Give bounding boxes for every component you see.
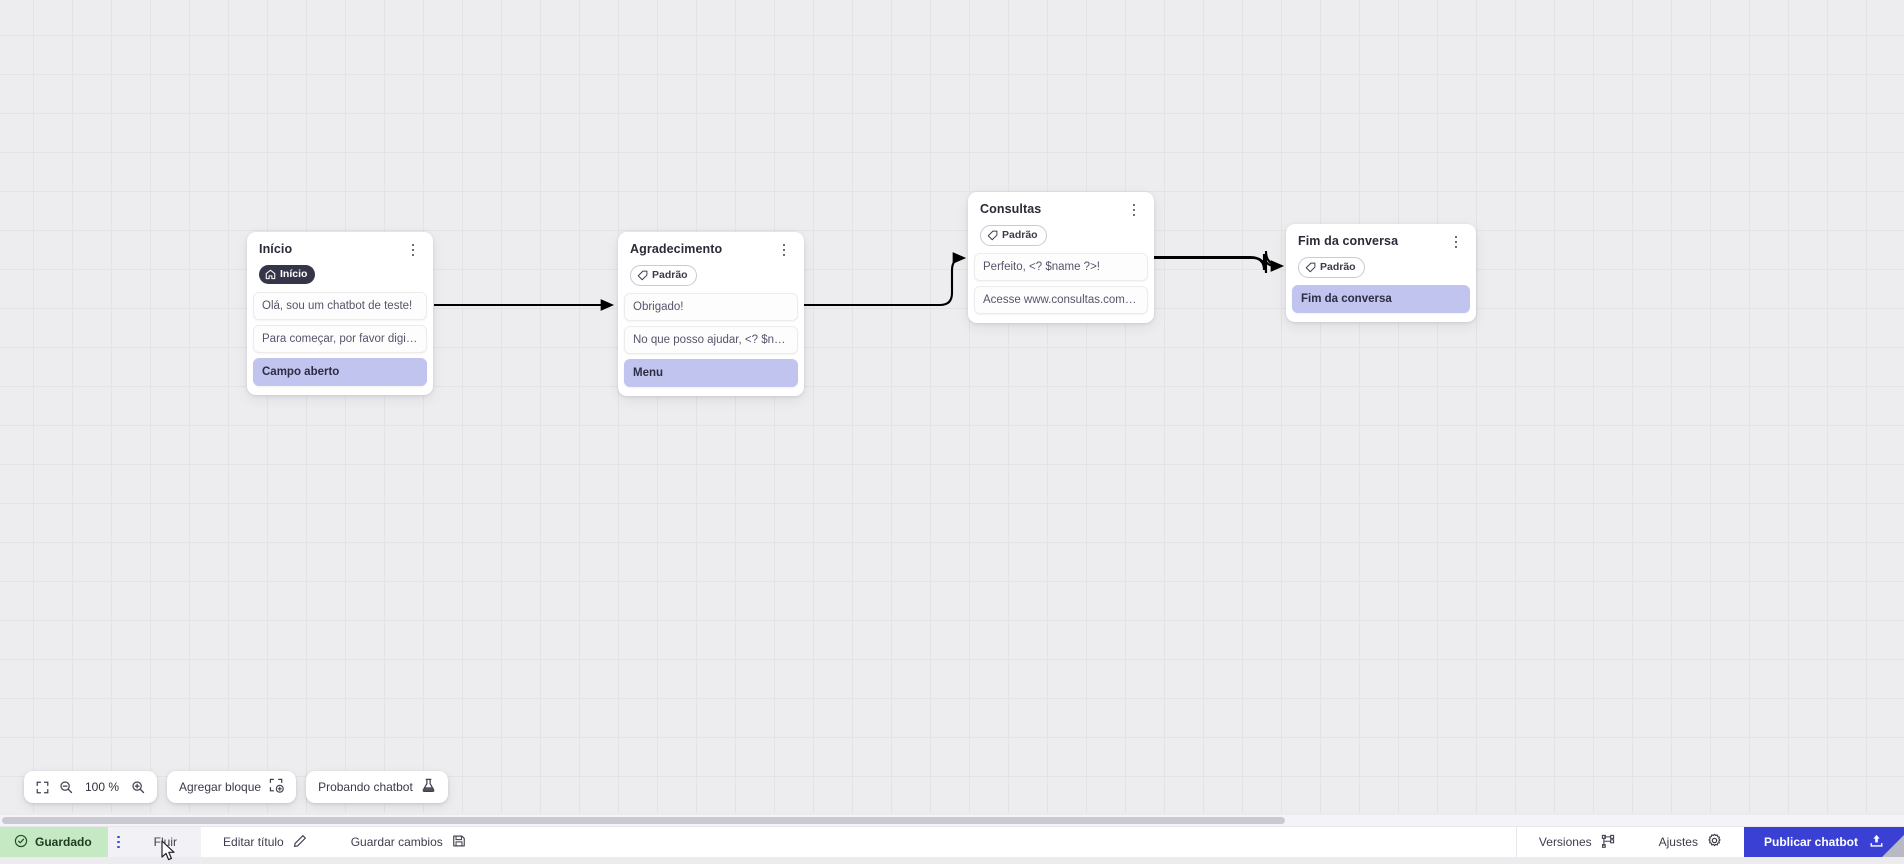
horizontal-scrollbar[interactable]	[0, 815, 1904, 826]
tag-icon	[987, 230, 998, 241]
node-slot[interactable]: Olá, sou um chatbot de teste!	[253, 292, 427, 320]
scrollbar-thumb[interactable]	[2, 817, 1285, 824]
node-menu-icon[interactable]	[776, 241, 792, 259]
tab-fluir-label: Fluir	[154, 835, 177, 849]
add-block-label: Agregar bloque	[179, 780, 261, 794]
flow-node-consultas[interactable]: Consultas Padrão Perfeito, <? $name ?>! …	[968, 192, 1154, 323]
statusbar-spacer	[488, 827, 1516, 857]
node-title: Agradecimento	[630, 242, 722, 257]
publish-chatbot-button[interactable]: Publicar chatbot	[1744, 827, 1904, 857]
settings-label: Ajustes	[1659, 835, 1698, 849]
edge-consultas-fim	[1152, 254, 1276, 270]
node-badges: Padrão	[1286, 251, 1476, 278]
node-badges: Padrão	[618, 259, 804, 286]
zoom-controls-group: 100 %	[24, 771, 157, 803]
zoom-in-icon[interactable]	[131, 780, 145, 794]
check-circle-icon	[14, 834, 28, 851]
versions-label: Versiones	[1539, 835, 1592, 849]
node-slot[interactable]: No que posso ajudar, <? $name ...	[624, 326, 798, 354]
node-slot-accent[interactable]: Menu	[624, 359, 798, 387]
edit-title-button[interactable]: Editar título	[201, 827, 329, 857]
node-slots: Obrigado! No que posso ajudar, <? $name …	[618, 286, 804, 387]
tab-fluir[interactable]: Fluir	[130, 827, 201, 857]
statusbar-menu-icon[interactable]	[108, 827, 130, 857]
gear-icon	[1707, 833, 1722, 851]
publish-chatbot-label: Publicar chatbot	[1764, 835, 1858, 849]
add-block-icon	[269, 778, 284, 796]
node-badge-padrao[interactable]: Padrão	[630, 265, 697, 286]
node-badge-padrao[interactable]: Padrão	[980, 225, 1047, 246]
pencil-icon	[293, 834, 307, 851]
node-title: Consultas	[980, 202, 1041, 217]
flow-canvas[interactable]: Início Início Olá, sou um chatbot de tes…	[0, 0, 1904, 813]
home-icon	[265, 269, 276, 280]
node-slot-accent[interactable]: Campo aberto	[253, 358, 427, 386]
canvas-toolbar: 100 % Agregar bloque Probando ch	[24, 771, 448, 803]
node-badge-label: Padrão	[1320, 262, 1356, 273]
save-disk-icon	[452, 834, 466, 851]
fit-screen-icon[interactable]	[36, 781, 49, 794]
save-changes-button[interactable]: Guardar cambios	[329, 827, 488, 857]
edit-title-label: Editar título	[223, 835, 284, 849]
test-chatbot-group[interactable]: Probando chatbot	[306, 771, 448, 803]
node-slot[interactable]: Para começar, por favor digite o ...	[253, 325, 427, 353]
node-menu-icon[interactable]	[405, 241, 421, 259]
node-slot[interactable]: Perfeito, <? $name ?>!	[974, 253, 1148, 281]
test-chatbot-button[interactable]: Probando chatbot	[318, 778, 436, 797]
node-slot-accent[interactable]: Fim da conversa	[1292, 285, 1470, 313]
settings-button[interactable]: Ajustes	[1637, 827, 1744, 857]
node-header: Consultas	[968, 200, 1154, 219]
node-header: Fim da conversa	[1286, 232, 1476, 251]
node-badge-inicio[interactable]: Início	[259, 265, 315, 284]
node-badge-label: Padrão	[1002, 230, 1038, 241]
connector-edges-layer	[0, 0, 1904, 813]
bottom-status-bar: Guardado Fluir Editar título Guardar cam…	[0, 826, 1904, 857]
saved-status-label: Guardado	[35, 835, 92, 849]
node-slot[interactable]: Obrigado!	[624, 293, 798, 321]
flow-node-inicio[interactable]: Início Início Olá, sou um chatbot de tes…	[247, 232, 433, 395]
edge-agradecimento-consultas	[802, 258, 964, 305]
flow-node-fim-da-conversa[interactable]: Fim da conversa Padrão Fim da conversa	[1286, 224, 1476, 322]
edge-consultas-fim-curve	[1152, 251, 1282, 273]
add-block-button[interactable]: Agregar bloque	[179, 778, 284, 796]
branch-icon	[1601, 834, 1615, 851]
node-badges: Início	[247, 259, 433, 285]
node-slots: Fim da conversa	[1286, 278, 1476, 313]
node-title: Início	[259, 242, 292, 257]
window-resize-grip[interactable]	[1882, 835, 1904, 857]
tag-icon	[1305, 262, 1316, 273]
flow-node-agradecimento[interactable]: Agradecimento Padrão Obrigado! No que po…	[618, 232, 804, 396]
versions-button[interactable]: Versiones	[1517, 827, 1637, 857]
flask-icon	[421, 778, 436, 797]
add-block-group[interactable]: Agregar bloque	[167, 771, 296, 803]
zoom-out-icon[interactable]	[59, 780, 73, 794]
node-badge-padrao[interactable]: Padrão	[1298, 257, 1365, 278]
node-slots: Perfeito, <? $name ?>! Acesse www.consul…	[968, 246, 1154, 314]
node-header: Agradecimento	[618, 240, 804, 259]
saved-status-badge: Guardado	[0, 827, 108, 857]
save-changes-label: Guardar cambios	[351, 835, 443, 849]
test-chatbot-label: Probando chatbot	[318, 780, 413, 794]
node-slot[interactable]: Acesse www.consultas.com par...	[974, 286, 1148, 314]
tag-icon	[637, 270, 648, 281]
zoom-level-value: 100 %	[83, 780, 121, 794]
node-badge-label: Início	[280, 269, 307, 280]
node-menu-icon[interactable]	[1126, 201, 1142, 219]
node-title: Fim da conversa	[1298, 234, 1398, 249]
node-header: Início	[247, 240, 433, 259]
node-badge-label: Padrão	[652, 270, 688, 281]
node-badges: Padrão	[968, 219, 1154, 246]
node-menu-icon[interactable]	[1448, 233, 1464, 251]
node-slots: Olá, sou um chatbot de teste! Para começ…	[247, 285, 433, 386]
